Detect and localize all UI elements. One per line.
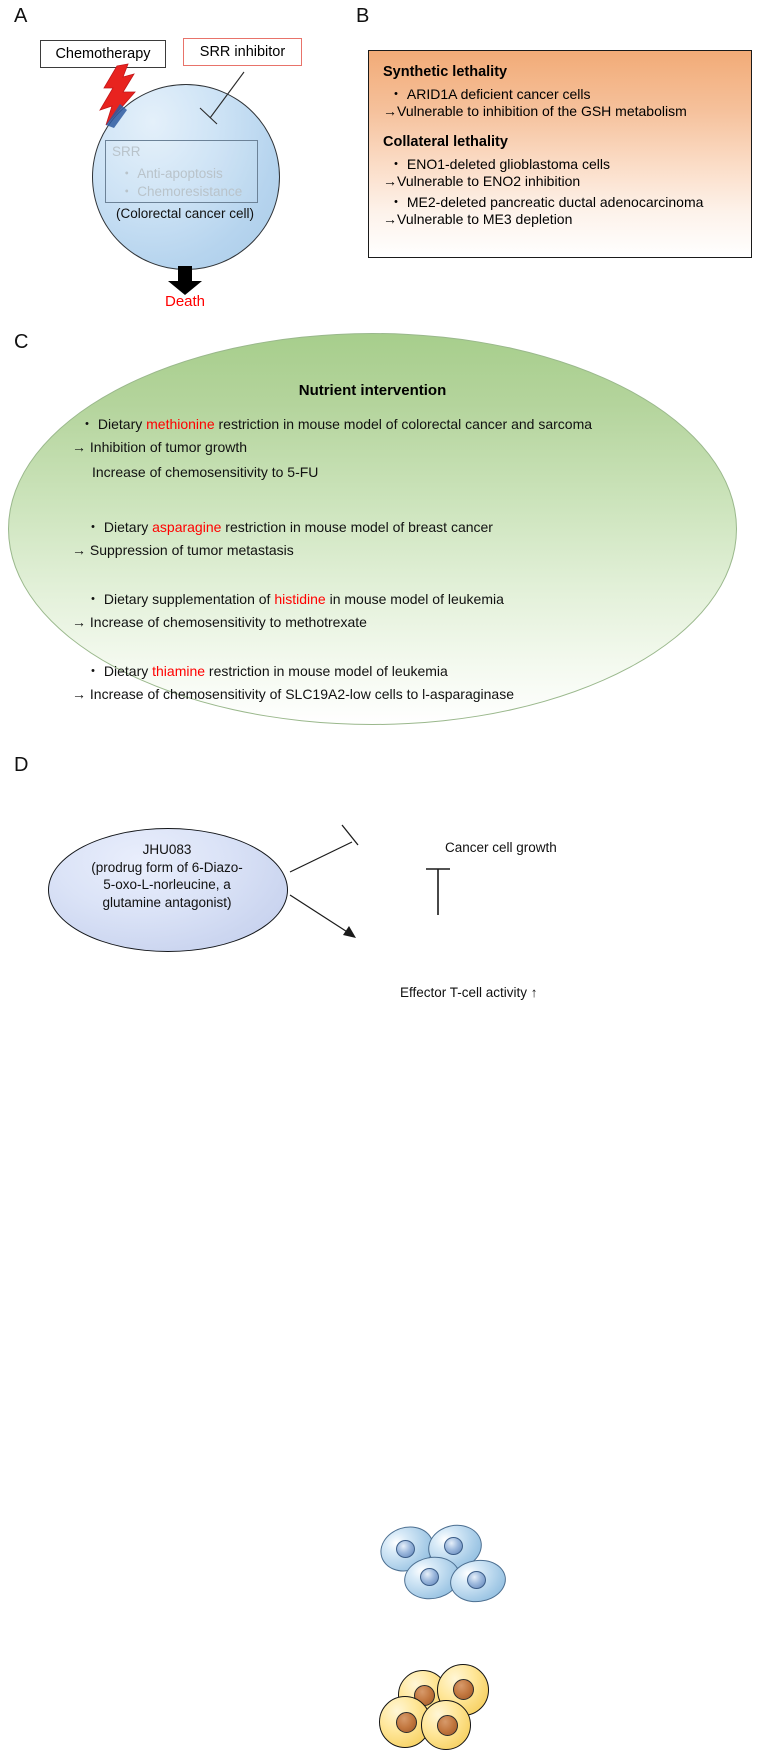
- death-label-text: Death: [164, 293, 206, 310]
- chemotherapy-label: Chemotherapy: [55, 46, 151, 62]
- panel-a-letter: A: [14, 5, 28, 27]
- srr-chemoresistance-text: ・ Chemoresistance: [120, 184, 243, 199]
- nutrient-highlight-term: asparagine: [152, 519, 222, 535]
- jhu083-name: JHU083: [142, 842, 192, 857]
- nutrient-line-5: → Suppression of tumor metastasis: [72, 542, 294, 558]
- srr-inhibitor-pointer-tbar: [199, 107, 218, 125]
- tcell-2-nucleus: [453, 1679, 474, 1700]
- lightning-bolt-shadow-icon: [106, 104, 127, 128]
- srr-title-text: SRR: [112, 144, 141, 159]
- nutrient-text-fragment: restriction in mouse model of leukemia: [205, 663, 448, 679]
- nutrient-line-3: Increase of chemosensitivity to 5-FU: [92, 464, 318, 480]
- srr-inhibitor-label: SRR inhibitor: [199, 44, 286, 60]
- nutrient-line-1: ・ Dietary methionine restriction in mous…: [80, 414, 592, 434]
- panel-d-letter: D: [14, 754, 29, 776]
- activation-arrowhead-icon: [343, 926, 356, 938]
- srr-inhibitor-pointer-line: [209, 71, 245, 119]
- collateral-lethality-line-3: ・ ME2-deleted pancreatic ductal adenocar…: [389, 194, 704, 210]
- nutrient-intervention-ellipse: Nutrient intervention: [8, 333, 737, 725]
- death-arrow-icon: [168, 266, 202, 295]
- tcell-4-nucleus: [437, 1715, 458, 1736]
- jhu083-drug-ellipse: [48, 828, 288, 952]
- synthetic-lethality-heading: Synthetic lethality: [383, 64, 508, 80]
- inhibition-line-to-cancer: [289, 841, 353, 873]
- tcell-3-nucleus: [396, 1712, 417, 1733]
- cell-caption-text: (Colorectal cancer cell): [115, 206, 255, 221]
- collateral-lethality-heading: Collateral lethality: [383, 134, 508, 150]
- panel-b-letter: B: [356, 5, 370, 27]
- cancer-cell-2-nucleus: [444, 1537, 463, 1555]
- jhu083-drug-text: JHU083 (prodrug form of 6-Diazo- 5-oxo-L…: [48, 841, 286, 911]
- panel-d-graphics: [289, 824, 450, 938]
- nutrient-highlight-term: histidine: [274, 591, 326, 607]
- panel-b: B Synthetic lethality ・ ARID1A deficient…: [352, 0, 757, 300]
- nutrient-text-fragment: in mouse model of leukemia: [325, 591, 504, 607]
- collateral-lethality-line-1: ・ ENO1-deleted glioblastoma cells: [389, 156, 610, 172]
- panel-c: C Nutrient intervention ・ Dietary methio…: [0, 320, 757, 740]
- synthetic-lethality-line-2: →Vulnerable to inhibition of the GSH met…: [383, 103, 687, 119]
- nutrient-text-fragment: Increase of chemosensitivity to 5-FU: [92, 464, 319, 480]
- nutrient-text-fragment: → Increase of chemosensitivity of SLC19A…: [72, 686, 514, 702]
- nutrient-line-4: ・ Dietary asparagine restriction in mous…: [86, 517, 493, 537]
- nutrient-text-fragment: → Suppression of tumor metastasis: [72, 542, 294, 558]
- nutrient-text-fragment: restriction in mouse model of colorectal…: [214, 416, 593, 432]
- nutrient-line-8: ・ Dietary thiamine restriction in mouse …: [86, 661, 448, 681]
- nutrient-intervention-title: Nutrient intervention: [298, 382, 447, 399]
- inhibition-tbar-cancer: [341, 824, 359, 846]
- cancer-cell-3-nucleus: [420, 1568, 439, 1586]
- nutrient-text-fragment: ・ Dietary supplementation of: [86, 591, 275, 607]
- nutrient-text-fragment: ・ Dietary: [80, 416, 147, 432]
- jhu083-desc-line-2: 5-oxo-L-norleucine, a: [103, 877, 231, 892]
- nutrient-highlight-term: thiamine: [152, 663, 206, 679]
- panel-a-graphics: [99, 63, 245, 295]
- nutrient-line-7: → Increase of chemosensitivity to methot…: [72, 614, 367, 630]
- nutrient-text-fragment: ・ Dietary: [86, 663, 153, 679]
- nutrient-line-6: ・ Dietary supplementation of histidine i…: [86, 589, 504, 609]
- lethality-summary-box: Synthetic lethality ・ ARID1A deficient c…: [368, 50, 752, 258]
- cancer-cell-1-nucleus: [396, 1540, 415, 1558]
- nutrient-highlight-term: methionine: [146, 416, 215, 432]
- synthetic-lethality-line-1: ・ ARID1A deficient cancer cells: [389, 86, 591, 102]
- nutrient-text-fragment: → Increase of chemosensitivity to methot…: [72, 614, 367, 630]
- cancer-cell-growth-label: Cancer cell growth: [445, 840, 557, 855]
- panel-c-letter: C: [14, 331, 29, 353]
- activation-line-to-tcell: [289, 894, 353, 936]
- chemotherapy-label-box: Chemotherapy: [40, 40, 166, 68]
- nutrient-line-9: → Increase of chemosensitivity of SLC19A…: [72, 686, 514, 702]
- jhu083-desc-line-3: glutamine antagonist): [102, 894, 232, 910]
- nutrient-text-fragment: ・ Dietary: [86, 519, 153, 535]
- panel-d: D JHU083 (prodrug form of 6-Diazo- 5-oxo…: [0, 745, 757, 1750]
- cancer-cell-4-nucleus: [467, 1571, 486, 1589]
- jhu083-desc-line-1: (prodrug form of 6-Diazo-: [91, 859, 243, 875]
- nutrient-text-fragment: restriction in mouse model of breast can…: [221, 519, 493, 535]
- collateral-lethality-line-4: →Vulnerable to ME3 depletion: [383, 211, 573, 227]
- effector-tcell-activity-label: Effector T-cell activity ↑: [400, 985, 538, 1000]
- collateral-lethality-line-2: →Vulnerable to ENO2 inhibition: [383, 173, 581, 189]
- srr-inhibitor-label-box: SRR inhibitor: [183, 38, 302, 66]
- panel-a: A Chemotherapy SRR inhibitor SRR ・ Anti-…: [0, 0, 340, 320]
- srr-anti-apoptosis-text: ・ Anti-apoptosis: [120, 166, 223, 181]
- nutrient-line-2: → Inhibition of tumor growth: [72, 439, 247, 455]
- srr-pathway-box: SRR ・ Anti-apoptosis ・ Chemoresistance: [105, 140, 258, 203]
- nutrient-text-fragment: → Inhibition of tumor growth: [72, 439, 248, 455]
